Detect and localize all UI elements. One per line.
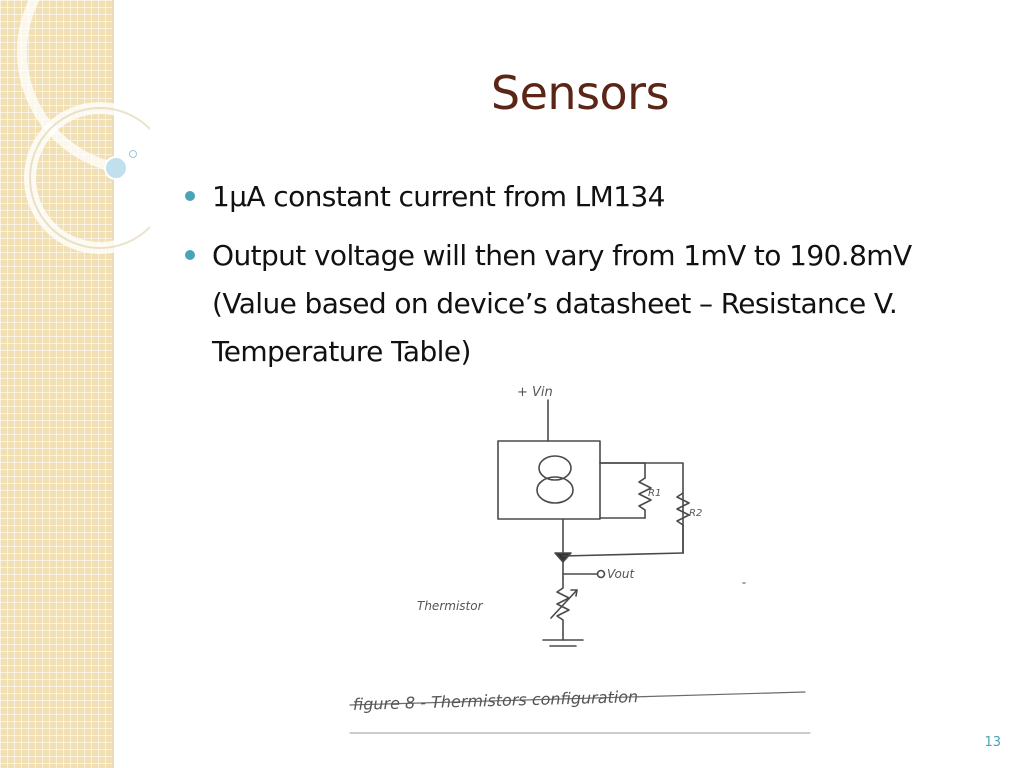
decorative-circles [17, 0, 150, 254]
page-number: 13 [984, 735, 1001, 750]
bullet-text: 1µA constant current from LM134 [212, 180, 665, 213]
bullet-list: 1µA constant current from LM134 Output v… [185, 173, 975, 387]
thermistor-circuit-figure: + Vin R1 R2 Vout Thermistor figure 8 - T… [349, 385, 811, 734]
vout-label: Vout [607, 567, 635, 581]
r1-label: R1 [648, 488, 661, 499]
bullet-item: 1µA constant current from LM134 [185, 173, 975, 221]
figure-caption: figure 8 - Thermistors configuration [353, 687, 639, 714]
bullet-icon [185, 250, 195, 260]
thermistor-label: Thermistor [417, 599, 484, 613]
bullet-item: Output voltage will then vary from 1mV t… [185, 232, 975, 376]
bullet-text: Output voltage will then vary from 1mV t… [212, 239, 912, 368]
slide-title: Sensors [490, 66, 670, 120]
r2-label: R2 [689, 508, 702, 519]
side-band-edge [112, 0, 114, 768]
vin-label: + Vin [517, 385, 553, 400]
bullet-icon [185, 191, 195, 201]
